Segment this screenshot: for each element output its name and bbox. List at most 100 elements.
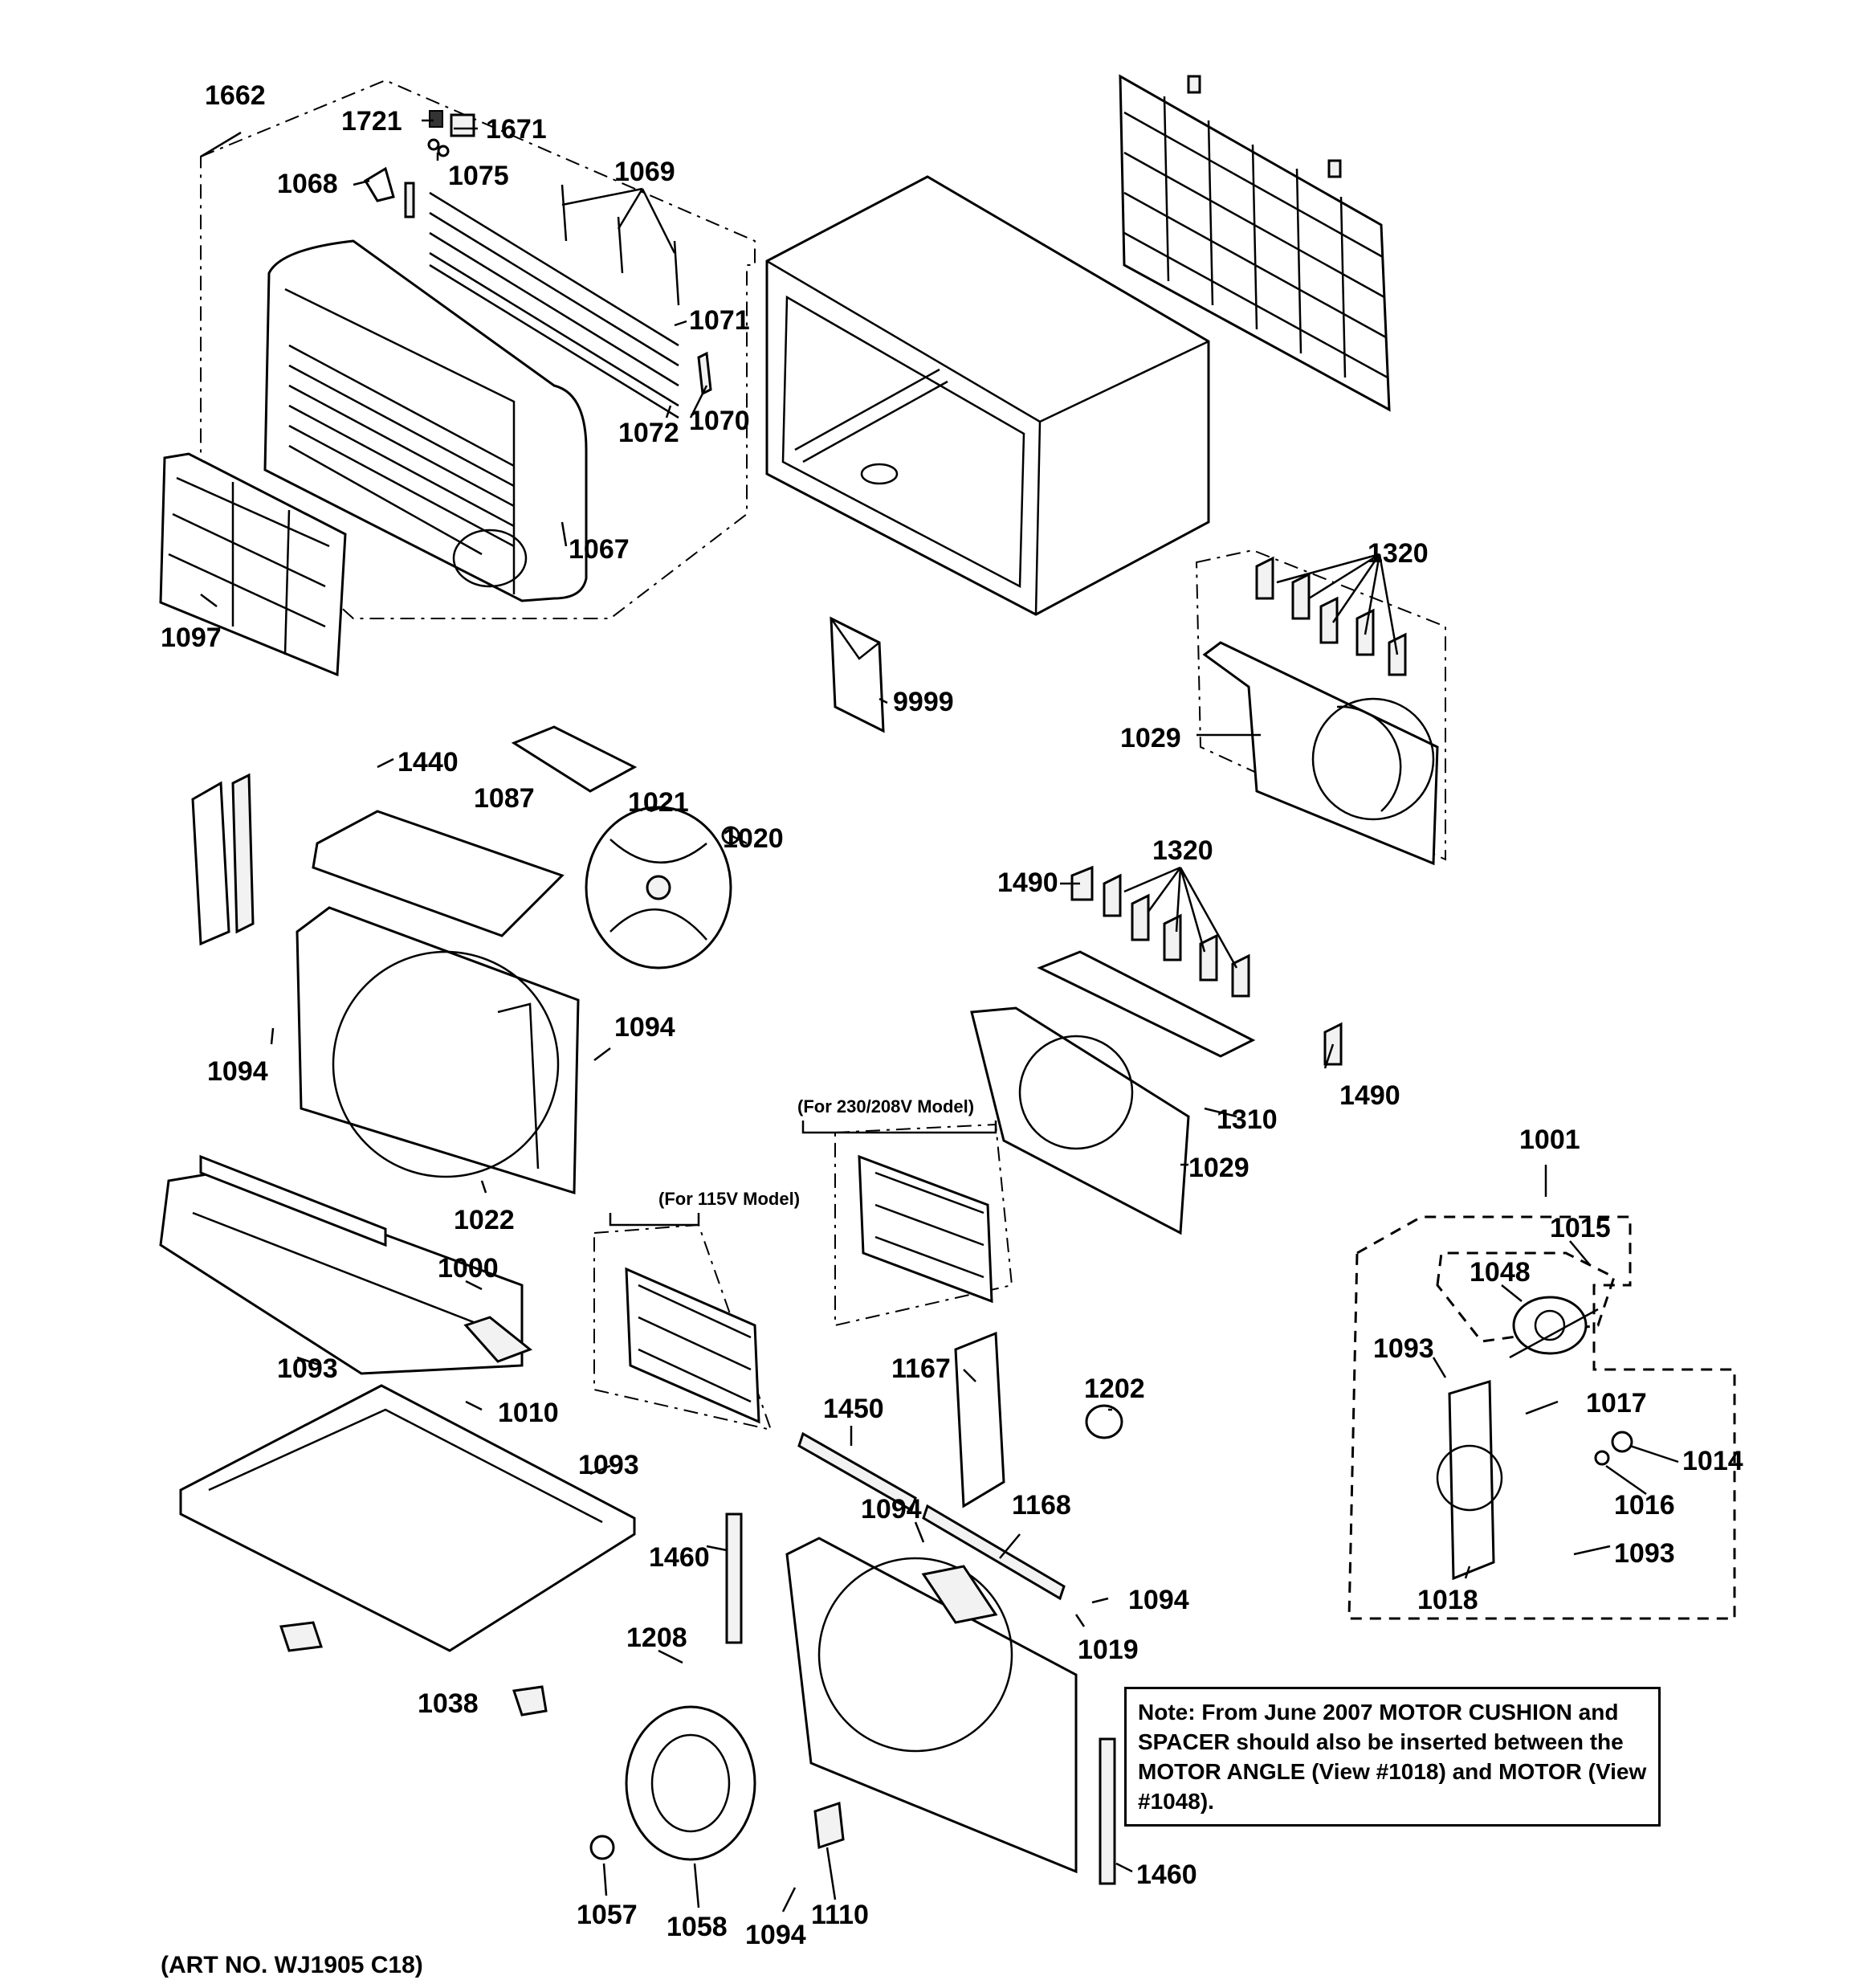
label-1662: 1662 [205,80,266,111]
label-230v-model: (For 230/208V Model) [797,1096,974,1116]
art-number: (ART NO. WJ1905 C18) [161,1952,423,1978]
bracket-1110[interactable] [813,1801,845,1850]
label-1072: 1072 [618,418,679,448]
label-1097: 1097 [161,623,222,653]
clips-1320-upper [1255,556,1407,676]
bushing-1202[interactable] [1085,1404,1123,1439]
label-1069: 1069 [614,157,675,187]
outer-cabinet[interactable] [765,175,1210,616]
label-1038: 1038 [418,1688,479,1719]
label-1015: 1015 [1550,1213,1611,1243]
bracket-115v-model [609,1213,700,1227]
label-1068: 1068 [277,169,338,199]
bracket-230v-model [801,1121,997,1134]
label-1167: 1167 [891,1353,951,1384]
part-labels: 1662 1721 1671 1075 1068 1069 1071 1070 … [161,80,1743,1950]
label-1057: 1057 [577,1900,638,1930]
label-1721: 1721 [341,106,402,137]
label-1018: 1018 [1417,1585,1478,1615]
blower-housing[interactable] [785,1537,1078,1874]
label-1093-d: 1093 [1614,1538,1675,1569]
label-1087: 1087 [474,783,535,814]
label-1093-a: 1093 [277,1353,338,1384]
label-1671: 1671 [486,114,547,145]
label-1094-c: 1094 [861,1494,922,1525]
gasket-1450 [797,1431,1066,1601]
label-1093-b: 1093 [578,1450,639,1480]
label-1490-b: 1490 [1339,1080,1400,1111]
label-1093-c: 1093 [1373,1333,1434,1364]
label-1450: 1450 [823,1394,884,1424]
label-1029-upper: 1029 [1120,723,1181,753]
louver-slats [429,191,679,419]
insulation-1167[interactable] [954,1331,1005,1508]
note-text: Note: From June 2007 MOTOR CUSHION and S… [1138,1700,1647,1814]
base-tray-1000[interactable] [159,1154,532,1375]
label-1208: 1208 [626,1623,687,1653]
motor-1048[interactable] [1509,1296,1599,1359]
label-1070: 1070 [689,406,750,436]
label-115v-model: (For 115V Model) [658,1189,800,1209]
front-grille-1067[interactable] [263,239,588,602]
heater-230v[interactable] [858,1154,993,1304]
note-box: Note: From June 2007 MOTOR CUSHION and S… [1124,1687,1661,1827]
label-1320-upper: 1320 [1368,538,1429,569]
partition-1029-upper[interactable] [1202,641,1439,866]
label-1017: 1017 [1586,1388,1647,1419]
fan-blade-1021[interactable] [585,806,740,970]
label-1310: 1310 [1217,1104,1278,1135]
label-1094-e: 1094 [745,1920,806,1950]
partition-group-outline [1195,549,1446,861]
label-1320-lower: 1320 [1152,835,1213,866]
label-1460-a: 1460 [649,1542,710,1573]
bracket-1087[interactable] [511,725,638,793]
label-1001: 1001 [1519,1125,1580,1155]
motor-group-outline [1347,1215,1736,1620]
label-1094-d: 1094 [1128,1585,1189,1615]
label-1094-a: 1094 [207,1056,268,1087]
label-1075: 1075 [448,161,509,191]
motor-angle-1018[interactable] [1436,1379,1503,1581]
small-parts-top [363,110,712,396]
label-1000: 1000 [438,1253,499,1284]
label-1071: 1071 [689,305,750,336]
base-pan[interactable] [179,1384,636,1717]
label-1014: 1014 [1682,1446,1743,1476]
label-1022: 1022 [454,1205,515,1235]
cover-plate-1440[interactable] [312,810,565,937]
label-1058: 1058 [667,1912,728,1942]
shroud-1022[interactable] [296,906,580,1195]
label-1440: 1440 [397,747,459,778]
rear-grille[interactable] [1119,74,1391,412]
air-filter-1097[interactable] [159,452,347,677]
side-bracket-left[interactable] [191,773,255,946]
label-1067: 1067 [569,534,630,565]
label-1048: 1048 [1470,1257,1531,1288]
model-group-labels: (For 230/208V Model) (For 115V Model) [609,1096,997,1227]
owner-manual-9999[interactable] [830,616,885,733]
heater-115v[interactable] [625,1267,760,1424]
partition-1029-lower[interactable] [970,1006,1190,1235]
label-1021: 1021 [628,787,689,818]
blower-wheel-1058[interactable] [625,1705,756,1861]
label-1168: 1168 [1012,1490,1071,1521]
label-9999: 9999 [893,687,954,717]
label-1460-b: 1460 [1136,1859,1197,1890]
label-1016: 1016 [1614,1490,1675,1521]
label-1029-lower: 1029 [1188,1153,1249,1183]
label-1020: 1020 [723,823,784,854]
spacers-1014-1016 [1594,1431,1633,1466]
seal-strips-1460 [725,1512,1116,1885]
label-1010: 1010 [498,1398,559,1428]
label-1094-b: 1094 [614,1012,675,1043]
heater-115v-outline [593,1223,773,1431]
label-1490-a: 1490 [997,867,1058,898]
leader-lines [200,119,1679,1912]
label-1019: 1019 [1078,1635,1139,1665]
label-1202: 1202 [1084,1374,1145,1404]
label-1110: 1110 [811,1900,869,1930]
bar-1310[interactable] [1037,950,1256,1058]
nut-1057[interactable] [589,1835,615,1860]
